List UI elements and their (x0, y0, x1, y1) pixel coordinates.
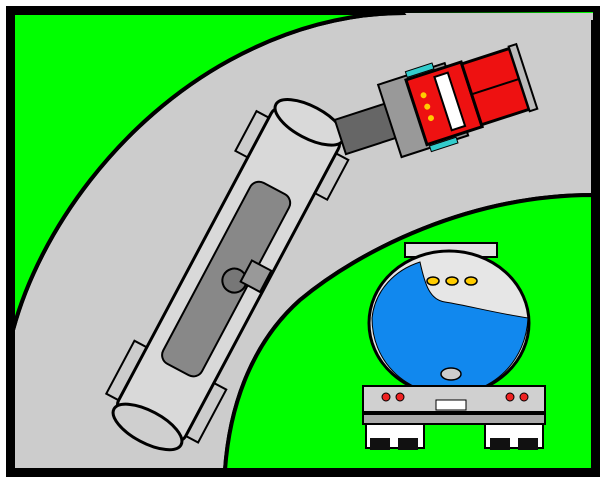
road-top-band (405, 13, 593, 20)
tail-light (396, 393, 404, 401)
tire-left-b (398, 438, 418, 450)
tail-light (520, 393, 528, 401)
rear-bumper (363, 414, 545, 424)
tank-lamp (427, 277, 439, 285)
tail-light (506, 393, 514, 401)
tire-right-a (490, 438, 510, 450)
tire-right-b (518, 438, 538, 450)
tank-lamp (446, 277, 458, 285)
license-plate (436, 400, 466, 410)
tire-left-a (370, 438, 390, 450)
tail-light (382, 393, 390, 401)
tank-rear-valve (441, 368, 461, 380)
tank-lamp (465, 277, 477, 285)
